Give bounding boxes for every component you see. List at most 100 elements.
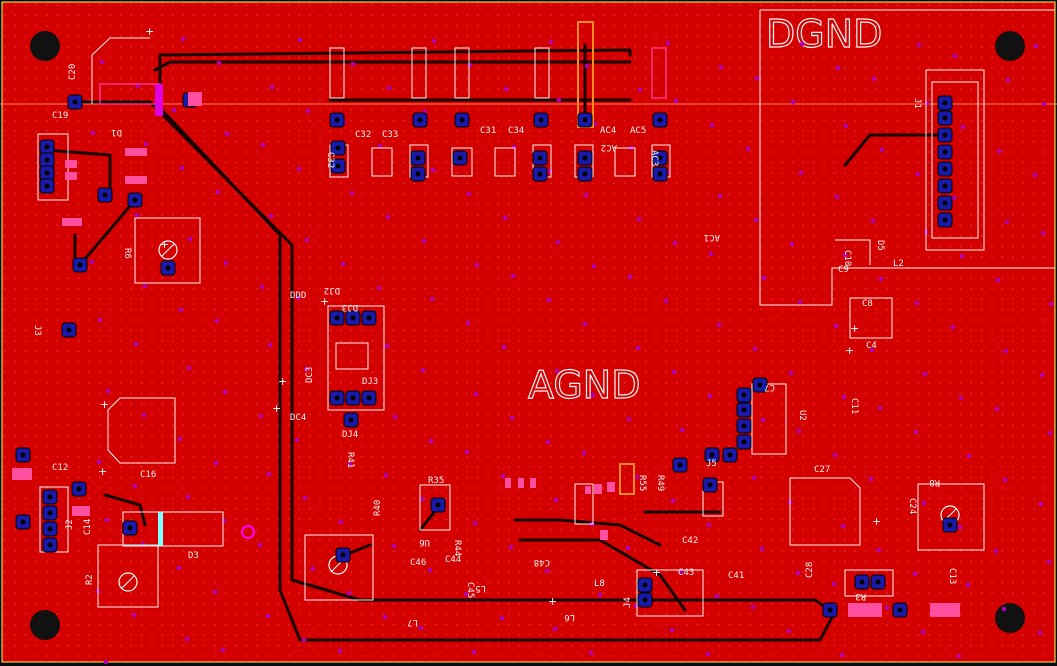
pad-hole — [435, 502, 441, 508]
smd-pads[interactable] — [12, 84, 960, 617]
via — [90, 130, 96, 136]
through-hole-pads[interactable] — [15, 92, 958, 618]
svg-text:C7: C7 — [764, 382, 775, 392]
pad-hole — [875, 579, 881, 585]
via — [547, 168, 553, 174]
svg-text:+: + — [872, 515, 881, 528]
via — [472, 520, 478, 526]
via — [879, 147, 885, 153]
pad-hole — [942, 115, 948, 121]
via — [745, 146, 751, 152]
via — [430, 167, 436, 173]
via — [1039, 372, 1045, 378]
via — [215, 189, 221, 195]
pad-hole — [44, 170, 50, 176]
via — [706, 522, 712, 528]
via — [96, 459, 102, 465]
pad-hole — [897, 607, 903, 613]
svg-text:C20: C20 — [68, 64, 78, 80]
via — [1033, 43, 1039, 49]
via — [350, 61, 356, 67]
svg-text:C8: C8 — [862, 299, 873, 309]
via — [634, 474, 640, 480]
svg-text:J3: J3 — [32, 325, 42, 336]
test-point[interactable] — [241, 525, 255, 539]
via — [265, 613, 271, 619]
via — [753, 217, 759, 223]
svg-text:C41: C41 — [728, 571, 744, 581]
svg-text:C13: C13 — [947, 568, 957, 584]
pad-hole — [741, 439, 747, 445]
via — [790, 99, 796, 105]
via — [951, 195, 957, 201]
svg-text:DC3: DC3 — [305, 367, 315, 383]
via — [222, 389, 228, 395]
pad-hole — [334, 315, 340, 321]
svg-text:DJ3: DJ3 — [362, 377, 378, 387]
via — [304, 237, 310, 243]
via — [421, 238, 427, 244]
pad-hole — [741, 407, 747, 413]
via — [840, 523, 846, 529]
via — [471, 649, 477, 655]
via — [545, 439, 551, 445]
via — [418, 625, 424, 631]
via — [269, 84, 275, 90]
via — [956, 653, 962, 659]
svg-text:+: + — [548, 595, 557, 608]
pad-hole — [348, 417, 354, 423]
via — [916, 42, 922, 48]
pad-hole — [757, 382, 763, 388]
via — [465, 320, 471, 326]
via — [637, 87, 643, 93]
svg-text:+: + — [160, 238, 169, 251]
pad-hole — [415, 171, 421, 177]
via — [799, 41, 805, 47]
pad-hole — [942, 132, 948, 138]
via — [143, 141, 149, 147]
svg-text:C12: C12 — [52, 463, 68, 473]
via — [679, 427, 685, 433]
via — [581, 450, 587, 456]
via — [833, 323, 839, 329]
via — [636, 216, 642, 222]
pad-hole — [707, 482, 713, 488]
svg-text:+: + — [145, 25, 154, 38]
pad-hole — [642, 597, 648, 603]
via — [588, 650, 594, 656]
via — [259, 284, 265, 290]
tracks — [43, 43, 947, 642]
pad-hole — [657, 117, 663, 123]
svg-text:L2: L2 — [893, 259, 904, 269]
via — [1046, 559, 1052, 565]
via — [960, 124, 966, 130]
svg-text:R3: R3 — [855, 591, 866, 601]
via — [796, 428, 802, 434]
dgnd-label: DGND — [766, 12, 882, 56]
pad-hole — [20, 452, 26, 458]
via — [179, 165, 185, 171]
via — [678, 569, 684, 575]
via — [266, 471, 272, 477]
via — [180, 36, 186, 42]
via — [301, 637, 307, 643]
pad-hole — [727, 452, 733, 458]
via — [383, 472, 389, 478]
pad-hole — [102, 192, 108, 198]
pad-hole — [942, 200, 948, 206]
via — [673, 98, 679, 104]
via — [752, 346, 758, 352]
via — [464, 449, 470, 455]
via — [663, 298, 669, 304]
via — [346, 590, 352, 596]
pad-hole — [350, 395, 356, 401]
pad-hole — [335, 145, 341, 151]
svg-text:C32: C32 — [325, 152, 335, 168]
svg-text:U6: U6 — [419, 537, 430, 547]
via — [834, 194, 840, 200]
svg-text:L5: L5 — [475, 583, 486, 593]
svg-text:C34: C34 — [508, 126, 524, 136]
svg-text:L8: L8 — [594, 579, 605, 589]
via — [553, 497, 559, 503]
